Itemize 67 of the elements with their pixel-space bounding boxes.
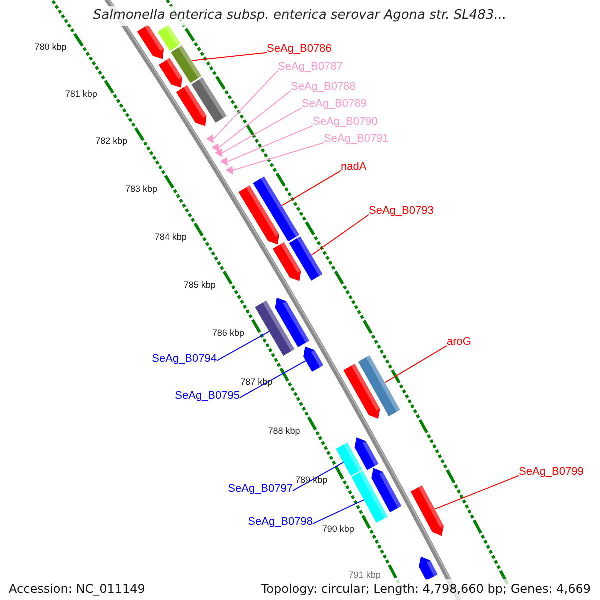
gene-block <box>410 486 444 536</box>
scale-label: 789 kbp <box>296 474 328 486</box>
gene-label: aroG <box>447 336 472 350</box>
leader-line <box>191 52 268 62</box>
scale-label: 791 kbp <box>348 570 381 580</box>
gene-block <box>419 556 438 581</box>
leader-line <box>213 70 278 140</box>
leader-line <box>216 331 270 362</box>
gene-label: SeAg_B0786 <box>267 43 332 56</box>
leader-line <box>222 107 302 154</box>
gene-marker <box>220 157 228 166</box>
gene-block <box>137 24 164 60</box>
scale-label: 782 kbp <box>96 136 128 148</box>
gene-block <box>255 300 295 356</box>
footer-text: Accession: NC_011149 <box>9 582 146 596</box>
gene-marker <box>226 166 234 175</box>
gene-label: SeAg_B0789 <box>302 98 367 112</box>
gene-block <box>354 438 379 470</box>
gene-block <box>344 364 380 420</box>
leader-line <box>434 475 520 510</box>
gene-marker <box>206 134 214 144</box>
gene-block <box>272 242 302 282</box>
gene-label: SeAg_B0788 <box>291 81 356 94</box>
gene-label: SeAg_B0793 <box>369 205 434 218</box>
gene-label: SeAg_B0787 <box>278 61 343 74</box>
gene-block <box>238 186 280 245</box>
leader-line <box>227 125 314 162</box>
scale-label: 785 kbp <box>184 280 216 291</box>
scale-label: 783 kbp <box>125 184 158 195</box>
leader-line <box>218 90 292 148</box>
gene-block <box>358 356 400 416</box>
gene-marker <box>215 148 223 158</box>
scale-label: 780 kbp <box>34 42 67 53</box>
gene-block <box>171 46 202 84</box>
leader-line <box>292 462 344 492</box>
gene-label: SeAg_B0795 <box>175 390 240 404</box>
leader-line <box>232 142 324 172</box>
scale-label: 784 kbp <box>154 232 187 243</box>
scale-label: 786 kbp <box>212 328 244 340</box>
gene-block <box>304 346 324 372</box>
gene-block <box>253 176 300 242</box>
gene-label: SeAg_B0790 <box>313 116 378 130</box>
gene-block <box>158 58 182 88</box>
gene-block <box>275 298 310 348</box>
gene-block <box>352 470 388 524</box>
gene-block <box>158 25 182 52</box>
leader-line <box>311 214 370 256</box>
gene-label: SeAg_B0797 <box>228 483 293 496</box>
scale-label: 781 kbp <box>65 89 98 100</box>
leader-line <box>282 170 342 206</box>
leader-line <box>312 500 365 524</box>
leader-line <box>240 360 306 398</box>
scale-label: 790 kbp <box>322 524 354 535</box>
scale-label: 788 kbp <box>268 426 300 436</box>
gene-marker <box>212 143 220 152</box>
gene-block <box>289 236 323 281</box>
gene-label: SeAg_B0794 <box>152 353 217 366</box>
gene-block <box>176 85 207 126</box>
gene-block <box>192 78 227 124</box>
gene-label: SeAg_B0798 <box>248 516 313 530</box>
gene-label: nadA <box>341 161 367 174</box>
footer-text: Topology: circular; Length: 4,798,660 bp; Genes: 4,669 <box>261 582 591 596</box>
gene-label: SeAg_B0799 <box>519 466 584 480</box>
leader-line <box>384 345 448 384</box>
gene-label: SeAg_B0791 <box>324 133 389 146</box>
gene-block <box>372 468 402 512</box>
gene-block <box>336 442 362 476</box>
